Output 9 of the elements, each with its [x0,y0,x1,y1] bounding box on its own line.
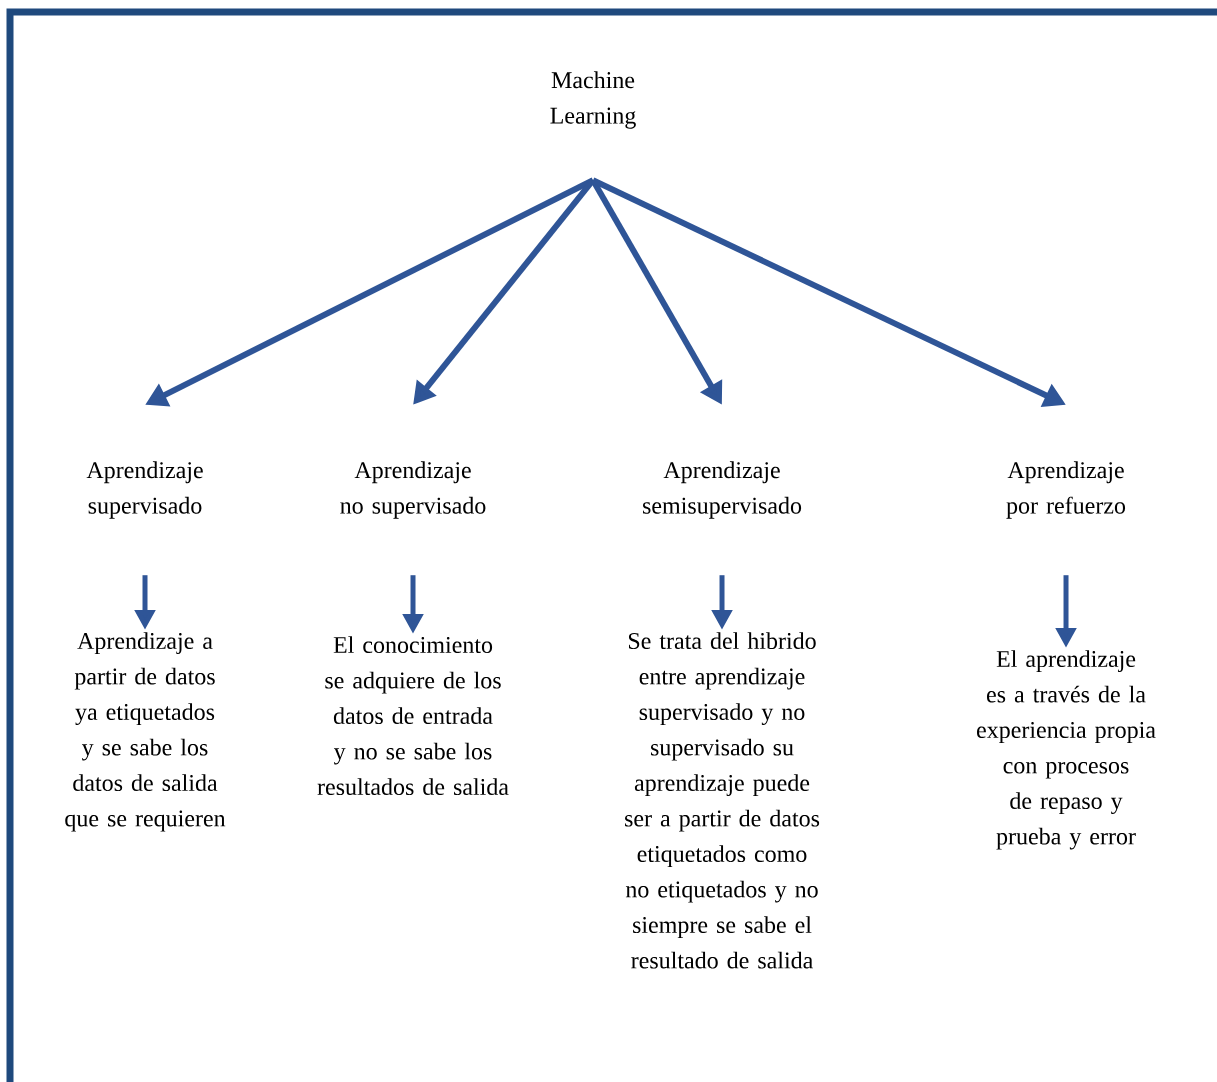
category-text: Aprendizaje no supervisado [340,461,486,519]
heading-text: Machine Learning [550,71,636,129]
description-text: Se trata del hibrido entre aprendizaje supervisado y no supervisado su aprendizaje puede ser a partir de datos etiquetados como no etiquetados y no siempre se sabe el resultado de salida [625,632,820,969]
description-text: El conocimiento se adquiere de los datos de entrada y no se sabe los resultados de salida [317,636,509,796]
category-text: Aprendizaje supervisado [86,461,203,519]
description-text: Aprendizaje a partir de datos ya etiquetados y se sabe los datos de salida que se requieren [65,632,226,832]
category-text: Aprendizaje por refuerzo [1006,461,1126,519]
category-text: Aprendizaje semisupervisado [643,461,802,519]
description-text: El aprendizaje es a través de la experiencia propia con procesos de repaso y prueba y error [977,650,1156,850]
